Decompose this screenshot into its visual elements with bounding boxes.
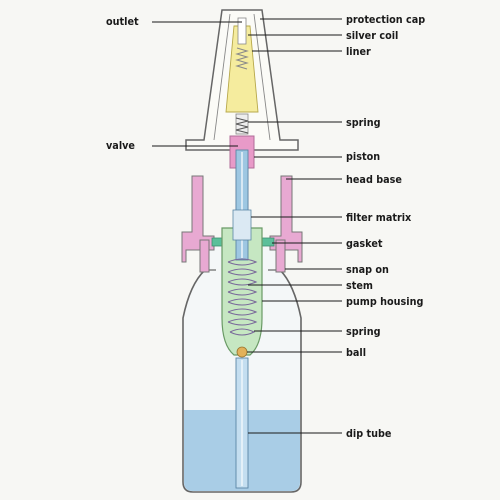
snap-on-left: [199, 239, 210, 273]
silver-coil: [235, 47, 249, 70]
leader-lines: [152, 18, 342, 434]
label-spring-bottom: spring: [346, 326, 381, 338]
label-dip-tube: dip tube: [346, 428, 392, 440]
label-outlet: outlet: [106, 16, 139, 28]
head-base-right: [269, 175, 303, 263]
label-protection-cap: protection cap: [346, 14, 426, 26]
snap-on-right: [275, 239, 286, 273]
label-stem: stem: [346, 280, 373, 292]
label-liner: liner: [346, 46, 371, 58]
label-piston: piston: [346, 151, 381, 163]
label-gasket: gasket: [346, 238, 383, 250]
outlet-nozzle: [237, 17, 247, 45]
label-silver-coil: silver coil: [346, 30, 399, 42]
label-ball: ball: [346, 347, 367, 359]
label-pump-housing: pump housing: [346, 296, 424, 308]
lower-spring-coil: [227, 258, 258, 336]
label-spring-top: spring: [346, 117, 381, 129]
filter-matrix: [232, 209, 252, 241]
label-head-base: head base: [346, 174, 402, 186]
label-snap-on: snap on: [346, 264, 389, 276]
top-spring-coil: [235, 117, 249, 134]
label-filter-matrix: filter matrix: [346, 212, 412, 224]
ball: [236, 346, 248, 358]
cap-inner-left: [213, 13, 231, 141]
label-valve: valve: [106, 140, 135, 152]
